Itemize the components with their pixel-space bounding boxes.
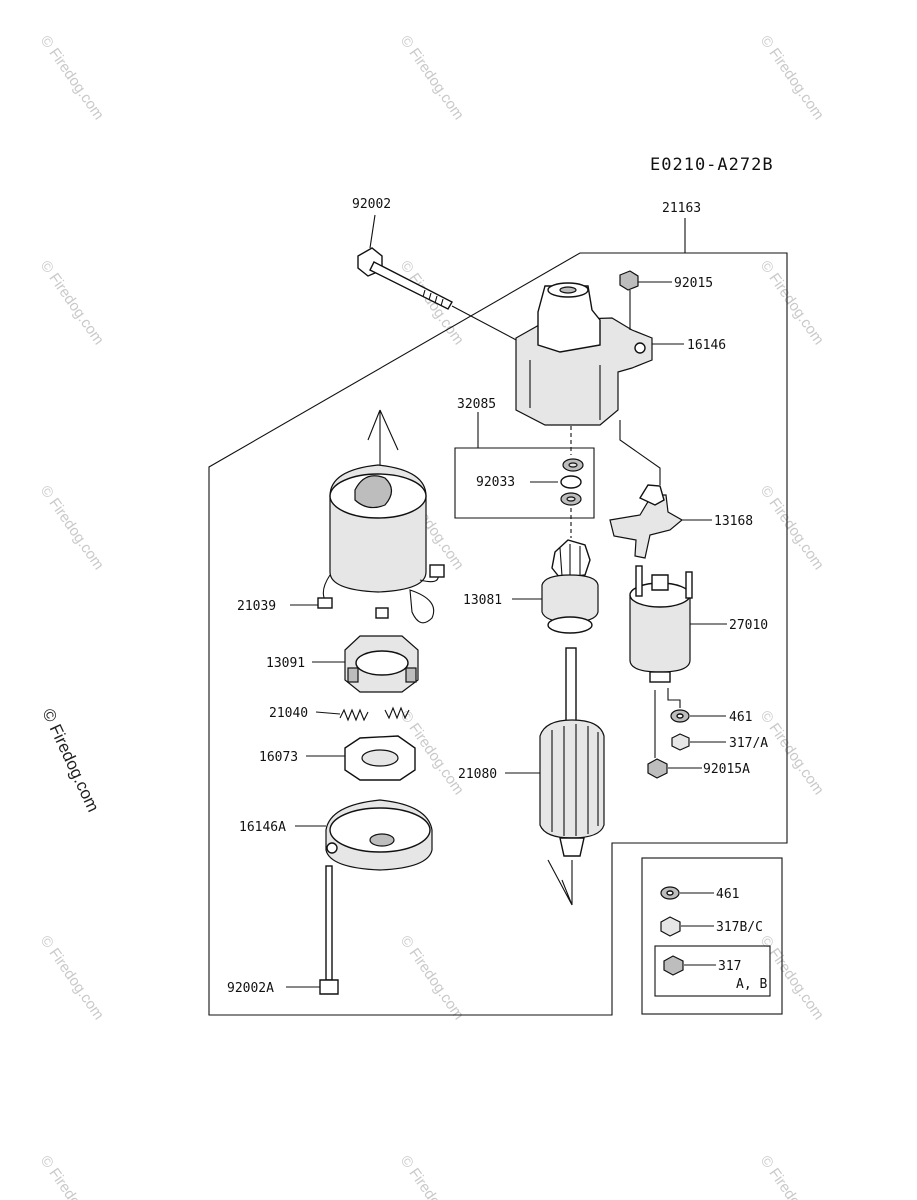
label-32085: 32085 [457, 397, 496, 412]
washers-92033 [560, 458, 584, 506]
watermark: © Firedog.com [757, 258, 827, 349]
label-13091: 13091 [266, 656, 305, 671]
inset-washer-461 [660, 886, 680, 900]
solenoid-27010 [629, 565, 693, 683]
inset-label-317-sub: A, B [736, 977, 767, 992]
nut-92015 [619, 270, 639, 291]
diagram-code: E0210-A272B [650, 155, 774, 175]
watermark: © Firedog.com [757, 1153, 827, 1200]
springs-21040 [339, 706, 410, 722]
label-461: 461 [729, 710, 752, 725]
label-16073: 16073 [259, 750, 298, 765]
side-watermark: © Firedog.com [38, 706, 102, 815]
label-21080: 21080 [458, 767, 497, 782]
watermark: © Firedog.com [397, 258, 467, 349]
inset-label-317: 317 [718, 959, 741, 974]
inset-label-317BC: 317B/C [716, 920, 763, 935]
nut-92015A [647, 758, 668, 779]
bolt-92002A [319, 865, 339, 995]
inset-label-461: 461 [716, 887, 739, 902]
label-16146A: 16146A [239, 820, 286, 835]
housing-16146 [515, 282, 653, 426]
label-13168: 13168 [714, 514, 753, 529]
yoke-21039 [317, 464, 445, 624]
watermark: © Firedog.com [37, 483, 107, 574]
watermark: © Firedog.com [37, 33, 107, 124]
label-16146: 16146 [687, 338, 726, 353]
shift-lever-13168 [609, 484, 684, 559]
inset-box [641, 857, 783, 1015]
brush-holder-13091 [344, 635, 419, 693]
end-cover-16146A [325, 799, 433, 871]
watermark: © Firedog.com [37, 1153, 107, 1200]
assembly-outline [208, 252, 788, 1016]
label-27010: 27010 [729, 618, 768, 633]
label-92015: 92015 [674, 276, 713, 291]
label-92002: 92002 [352, 197, 391, 212]
plate-16073 [344, 735, 416, 781]
inset-sub-box [654, 945, 771, 997]
watermark: © Firedog.com [397, 33, 467, 124]
pinion-13081 [541, 539, 599, 634]
watermark-layer: © Firedog.com © Firedog.com © Firedog.co… [37, 33, 827, 1200]
label-21040: 21040 [269, 706, 308, 721]
inset-nut-317BC [660, 916, 681, 937]
watermark: © Firedog.com [757, 708, 827, 799]
bracket-32085 [454, 447, 595, 519]
label-92002A: 92002A [227, 981, 274, 996]
bolt-92002 [357, 247, 453, 310]
label-13081: 13081 [463, 593, 502, 608]
watermark: © Firedog.com [37, 258, 107, 349]
watermark: © Firedog.com [757, 33, 827, 124]
inset-nut-317 [663, 955, 684, 976]
watermark: © Firedog.com [37, 933, 107, 1024]
label-92015A: 92015A [703, 762, 750, 777]
armature-21080 [539, 647, 605, 857]
label-92033: 92033 [476, 475, 515, 490]
label-21039: 21039 [237, 599, 276, 614]
watermark: © Firedog.com [397, 1153, 467, 1200]
washer-461 [670, 709, 690, 723]
watermark: © Firedog.com [397, 933, 467, 1024]
watermark: © Firedog.com [757, 483, 827, 574]
nut-317A [671, 733, 690, 751]
label-21163: 21163 [662, 201, 701, 216]
label-317A: 317/A [729, 736, 768, 751]
